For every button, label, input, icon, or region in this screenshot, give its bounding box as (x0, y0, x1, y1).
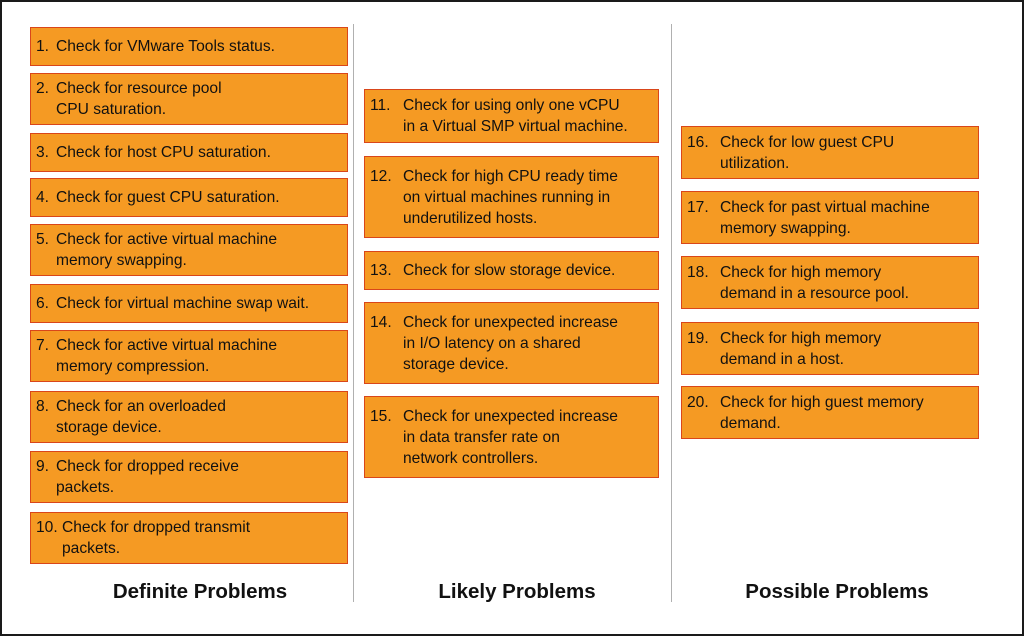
column-heading-possible: Possible Problems (745, 580, 929, 603)
item-text: Check for an overloaded storage device. (56, 398, 226, 436)
problem-box: 5. Check for active virtual machine memor… (30, 224, 348, 276)
item-text: Check for past virtual machine memory sw… (720, 198, 930, 237)
problem-box: 11. Check for using only one vCPU in a Vi… (364, 89, 659, 143)
item-number: 10. (36, 519, 58, 536)
item-text: Check for active virtual machine memory … (56, 337, 278, 375)
item-text: Check for unexpected increase in data tr… (403, 407, 618, 467)
column-heading-likely: Likely Problems (438, 580, 596, 603)
item-text: Check for high guest memory demand. (720, 393, 924, 432)
item-number: 4. (36, 189, 50, 206)
item-text: Check for high CPU ready time on virtual… (403, 167, 618, 227)
problem-box: 12. Check for high CPU ready time on virt… (364, 156, 659, 238)
problem-box: 17. Check for past virtual machine memory… (681, 191, 979, 244)
item-number: 12. (370, 167, 392, 185)
problem-box: 15. Check for unexpected increase in data… (364, 396, 659, 478)
item-number: 16. (687, 133, 709, 151)
problem-box: 3. Check for host CPU saturation. (30, 133, 348, 172)
problem-box: 9. Check for dropped receive packets. (30, 451, 348, 503)
item-number: 11. (370, 97, 391, 114)
item-number: 5. (36, 231, 50, 248)
item-number: 18. (687, 263, 709, 281)
problem-box: 14. Check for unexpected increase in I/O … (364, 302, 659, 384)
item-text: Check for high memory demand in a host. (720, 329, 882, 368)
item-number: 19. (687, 329, 709, 347)
item-number: 3. (36, 144, 50, 161)
item-text: Check for resource pool CPU saturation. (56, 80, 222, 118)
item-number: 9. (36, 458, 50, 475)
problem-box: 18. Check for high memory demand in a res… (681, 256, 979, 309)
problem-box: 20. Check for high guest memory demand. (681, 386, 979, 439)
item-number: 2. (36, 80, 50, 97)
column-divider (353, 24, 354, 602)
problem-box: 16. Check for low guest CPU utilization. (681, 126, 979, 179)
item-text: Check for active virtual machine memory … (56, 231, 278, 269)
problem-box: 2. Check for resource pool CPU saturation… (30, 73, 348, 125)
item-text: Check for guest CPU saturation. (56, 189, 280, 206)
item-number: 15. (370, 407, 392, 425)
item-number: 17. (687, 198, 709, 216)
item-text: Check for host CPU saturation. (56, 144, 271, 161)
item-text: Check for high memory demand in a resour… (720, 263, 909, 302)
problem-box: 4. Check for guest CPU saturation. (30, 178, 348, 217)
problem-box: 8. Check for an overloaded storage device… (30, 391, 348, 443)
item-text: Check for dropped receive packets. (56, 458, 239, 496)
item-number: 7. (36, 337, 50, 354)
item-text: Check for slow storage device. (403, 262, 616, 279)
problem-box: 19. Check for high memory demand in a hos… (681, 322, 979, 375)
item-number: 1. (36, 38, 50, 55)
item-text: Check for VMware Tools status. (56, 38, 275, 55)
item-text: Check for low guest CPU utilization. (720, 133, 895, 172)
item-text: Check for using only one vCPU in a Virtu… (403, 97, 628, 135)
item-text: Check for dropped transmit packets. (62, 519, 251, 557)
item-number: 13. (370, 262, 392, 279)
problem-box: 7. Check for active virtual machine memor… (30, 330, 348, 382)
problem-box: 10.Check for dropped transmit packets. (30, 512, 348, 564)
item-number: 6. (36, 295, 50, 312)
problem-box: 6. Check for virtual machine swap wait. (30, 284, 348, 323)
item-text: Check for unexpected increase in I/O lat… (403, 313, 618, 373)
column-divider (671, 24, 672, 602)
item-text: Check for virtual machine swap wait. (56, 295, 310, 312)
problem-box: 1. Check for VMware Tools status. (30, 27, 348, 66)
item-number: 8. (36, 398, 50, 415)
column-heading-definite: Definite Problems (112, 580, 288, 603)
item-number: 14. (370, 313, 392, 331)
item-number: 20. (687, 393, 709, 411)
problem-box: 13. Check for slow storage device. (364, 251, 659, 290)
